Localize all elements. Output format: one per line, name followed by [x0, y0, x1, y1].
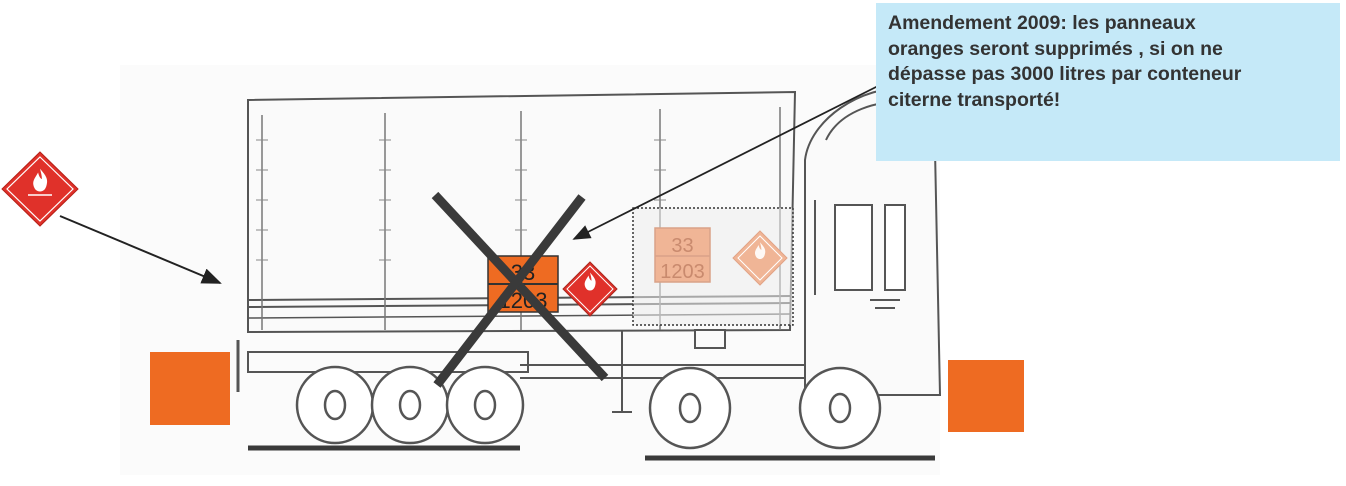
cross-out-mark [431, 191, 609, 388]
loose-hazard-label [1, 151, 79, 227]
truck-cab [804, 86, 942, 396]
rear-orange-plate [150, 352, 230, 425]
faded-panel-box: 33 1203 [632, 207, 794, 326]
ground-lines [248, 445, 935, 461]
faded-un-number: 1203 [660, 261, 705, 283]
wheels [295, 365, 882, 450]
faded-hazard-number: 33 [671, 235, 693, 257]
callout-line-4: citerne transporté! [888, 88, 1061, 111]
front-orange-plate [948, 360, 1024, 432]
arrow-icon [59, 215, 222, 284]
fifth-wheel [694, 329, 726, 349]
callout-pointer [572, 85, 879, 240]
amendment-callout: Amendement 2009: les panneaux oranges se… [876, 3, 1340, 161]
callout-line-3: dépasse pas 3000 litres par conteneur [888, 63, 1242, 85]
trailer-ties [256, 139, 666, 261]
side-hazard-label [562, 261, 618, 317]
callout-line-1: Amendement 2009: les panneaux [888, 12, 1196, 34]
callout-line-2: oranges seront supprimés , si on ne [888, 37, 1223, 60]
